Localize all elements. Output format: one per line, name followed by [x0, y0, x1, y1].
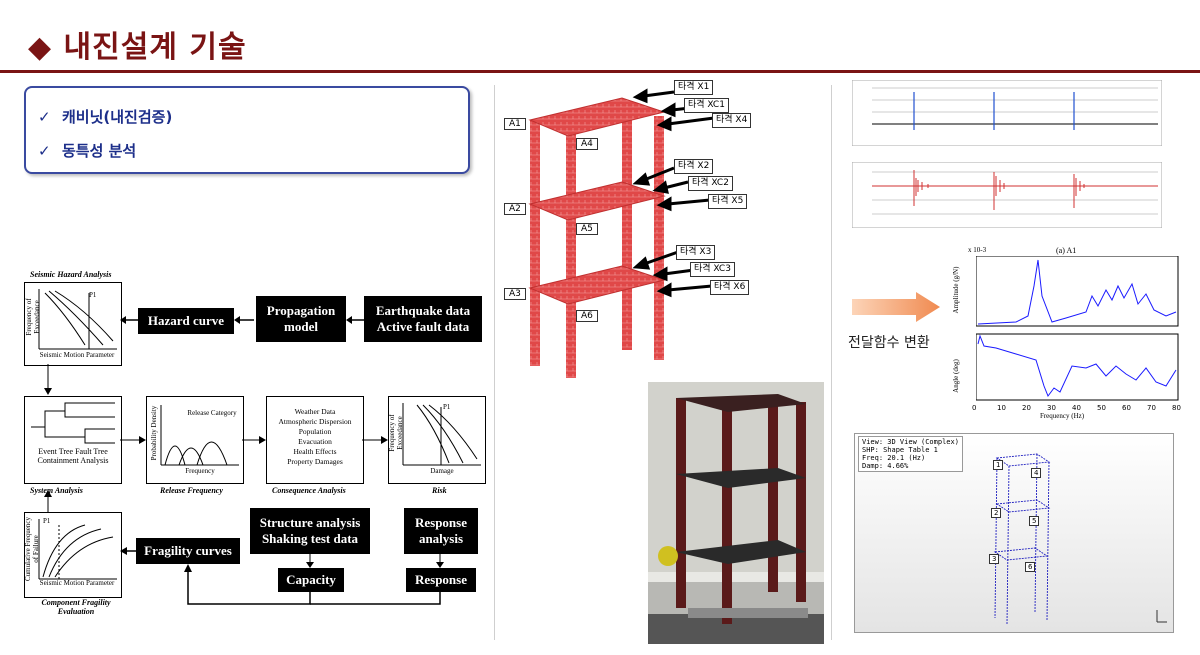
earthquake-data-box: Earthquake data Active fault data	[364, 296, 482, 342]
flow-arrows-bottom	[120, 500, 490, 612]
release-frequency-label: Release Frequency	[160, 486, 223, 495]
hazard-plot-box: P1 Frequency of Exceedance Seismic Motio…	[24, 282, 122, 366]
damage-label: Damage	[409, 467, 475, 475]
accel-time-plot	[852, 162, 1162, 228]
mode-node: 4	[1031, 468, 1041, 478]
fragility-plot-box: P1 Cumulative Frequency of Failure Seism…	[24, 512, 122, 598]
component-fragility-label: Component Fragility Evaluation	[34, 598, 118, 616]
x-tick-label: 30	[1047, 404, 1056, 412]
mode-info-line: Freq: 20.1 (Hz)	[862, 454, 959, 462]
x-axis-label: Seismic Motion Parameter	[35, 351, 119, 359]
consequence-item: Weather Data	[269, 407, 361, 417]
mode-node: 2	[991, 508, 1001, 518]
title-underline	[0, 70, 1200, 73]
bullet-item: ✓캐비닛(내진검증)	[38, 106, 172, 127]
mode-info-panel: View: 3D View (Complex)SHP: Shape Table …	[858, 436, 963, 472]
frequency-label: Frequency	[167, 467, 233, 475]
test-rig-photo	[648, 382, 824, 644]
frf-plot-area: (a) A1 x 10-3 Amplitude (g/N) Angle (deg…	[946, 246, 1182, 426]
frf-xticks: 0 10 20 30 40 50 60 70 80	[972, 404, 1182, 414]
x-tick-label: 60	[1122, 404, 1131, 412]
y-axis-label: Frequency of Exceedance	[25, 287, 41, 347]
check-icon: ✓	[38, 142, 62, 160]
mode-node: 5	[1029, 516, 1039, 526]
node-label: A4	[576, 138, 598, 150]
frf-scale: x 10-3	[968, 246, 986, 254]
info-box: ✓캐비닛(내진검증) ✓동특성 분석	[24, 86, 470, 174]
flow-arrows-top	[118, 300, 368, 340]
node-label: A2	[504, 203, 526, 215]
mode-info-line: SHP: Shape Table 1	[862, 446, 959, 454]
risk-label: Risk	[432, 486, 447, 495]
impact-tag: 타격 X6	[710, 280, 749, 295]
column-divider	[831, 85, 832, 640]
x-tick-label: 80	[1172, 404, 1181, 412]
mode-shape-view: View: 3D View (Complex)SHP: Shape Table …	[854, 433, 1174, 633]
transform-arrow-icon	[852, 292, 942, 322]
y-axis-label: Cumulative Frequency of Failure	[24, 516, 40, 582]
x-tick-label: 20	[1022, 404, 1031, 412]
mode-node: 1	[993, 460, 1003, 470]
risk-plot-box: P1 Frequency of Exceedance Damage	[388, 396, 486, 484]
p1-label: P1	[443, 403, 450, 411]
page-title: ◆ 내진설계 기술	[28, 22, 247, 66]
impact-tag: 타격 XC2	[688, 176, 733, 191]
x-tick-label: 40	[1072, 404, 1081, 412]
mode-info-line: View: 3D View (Complex)	[862, 438, 959, 446]
frf-ylabel-bottom: Angle (deg)	[952, 350, 960, 402]
bullet-label: 동특성 분석	[62, 142, 136, 160]
x-tick-label: 50	[1097, 404, 1106, 412]
node-label: A1	[504, 118, 526, 130]
event-tree-box: Event Tree Fault Tree Containment Analys…	[24, 396, 122, 484]
frf-curves	[976, 256, 1180, 406]
release-category-label: Release Category	[187, 409, 237, 417]
axis-triad-icon	[1151, 608, 1169, 626]
impact-tag: 타격 XC3	[690, 262, 735, 277]
seismic-hazard-label: Seismic Hazard Analysis	[30, 270, 112, 279]
consequence-analysis-label: Consequence Analysis	[272, 486, 346, 495]
arrow-up	[40, 490, 60, 512]
impact-tag: 타격 X1	[674, 80, 713, 95]
p1-label: P1	[89, 291, 96, 299]
event-tree-graphic	[25, 397, 121, 447]
x-tick-label: 70	[1147, 404, 1156, 412]
mode-node: 3	[989, 554, 999, 564]
impact-tag: 타격 X5	[708, 194, 747, 209]
impact-tag: 타격 XC1	[684, 98, 729, 113]
column-divider	[494, 85, 495, 640]
x-tick-label: 10	[997, 404, 1006, 412]
frf-ylabel-top: Amplitude (g/N)	[952, 260, 960, 320]
force-time-plot	[852, 80, 1162, 146]
mode-info-line: Damp: 4.66%	[862, 462, 959, 470]
impact-tag: 타격 X3	[676, 245, 715, 260]
impact-tag: 타격 X2	[674, 159, 713, 174]
x-axis-label: Seismic Motion Parameter	[35, 579, 119, 587]
consequence-item: Property Damages	[269, 457, 361, 467]
arrow-down	[40, 364, 60, 396]
mode-node: 6	[1025, 562, 1035, 572]
bullet-item: ✓동특성 분석	[38, 140, 136, 161]
node-label: A6	[576, 310, 598, 322]
consequence-item: Atmospheric Dispersion	[269, 417, 361, 427]
frf-title: (a) A1	[1056, 246, 1076, 255]
transfer-function-label: 전달함수 변환	[848, 332, 930, 352]
p1-label: P1	[43, 517, 50, 525]
bullet-label: 캐비닛(내진검증)	[62, 108, 172, 126]
event-tree-label: Event Tree Fault Tree Containment Analys…	[27, 447, 119, 465]
mode-shape-graphic	[975, 448, 1075, 628]
node-label: A3	[504, 288, 526, 300]
node-label: A5	[576, 223, 598, 235]
flow-arrows-mid	[118, 430, 398, 450]
x-tick-label: 0	[972, 404, 976, 412]
impact-tag: 타격 X4	[712, 113, 751, 128]
check-icon: ✓	[38, 108, 62, 126]
